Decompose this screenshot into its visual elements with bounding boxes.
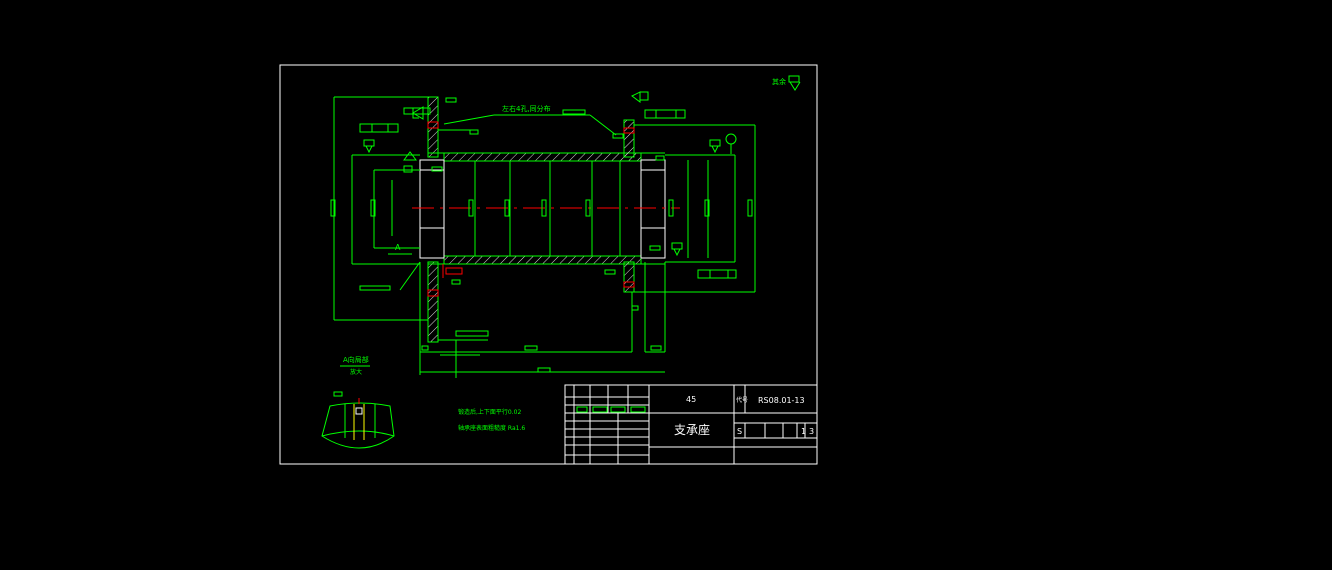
dimension-lines bbox=[333, 96, 756, 378]
tol-frame-left bbox=[359, 123, 399, 133]
flange-left-lower bbox=[427, 261, 439, 343]
tube-wall-bottom bbox=[443, 255, 642, 265]
tol-frame-bottom-right bbox=[697, 269, 737, 279]
bore-right bbox=[640, 159, 666, 259]
note-top: 左右4孔,同分布 bbox=[502, 104, 551, 113]
quantity-value: 1 bbox=[801, 427, 806, 436]
roughness-symbols bbox=[363, 75, 801, 257]
scale-label: S bbox=[737, 427, 742, 436]
drawing-border bbox=[279, 64, 818, 465]
section-view bbox=[321, 365, 395, 449]
datum-a: A bbox=[388, 243, 412, 255]
bore-left bbox=[419, 159, 445, 259]
main-view bbox=[419, 96, 666, 343]
part-name: 支承座 bbox=[674, 422, 710, 437]
tol-frame-top-right bbox=[644, 109, 686, 119]
title-block bbox=[564, 384, 818, 465]
section-detail bbox=[353, 398, 365, 440]
tube-wall-top bbox=[443, 152, 642, 162]
tech-note-2: 轴承座表面粗糙度 Ra1.6 bbox=[458, 424, 525, 432]
code-label: 代号 bbox=[736, 396, 748, 404]
section-sublabel: 放大 bbox=[350, 368, 362, 376]
tech-note-1: 锻造后,上下面平行0.02 bbox=[458, 408, 521, 416]
scale-value: 3 bbox=[809, 427, 814, 436]
tolerance-frames bbox=[359, 107, 737, 279]
title-block-small-marks bbox=[576, 406, 646, 413]
flange-right-lower bbox=[623, 261, 635, 293]
drawing-code: RS08.01-13 bbox=[758, 396, 805, 405]
red-markers bbox=[427, 121, 635, 297]
dimension-values bbox=[330, 97, 753, 373]
flange-left-upper bbox=[427, 96, 439, 158]
roughness-other-label: 其余 bbox=[772, 77, 786, 86]
section-label: A向局部 bbox=[343, 355, 369, 364]
flange-right-upper bbox=[623, 119, 635, 158]
material-value: 45 bbox=[686, 395, 696, 404]
datum-label: A bbox=[395, 243, 401, 252]
